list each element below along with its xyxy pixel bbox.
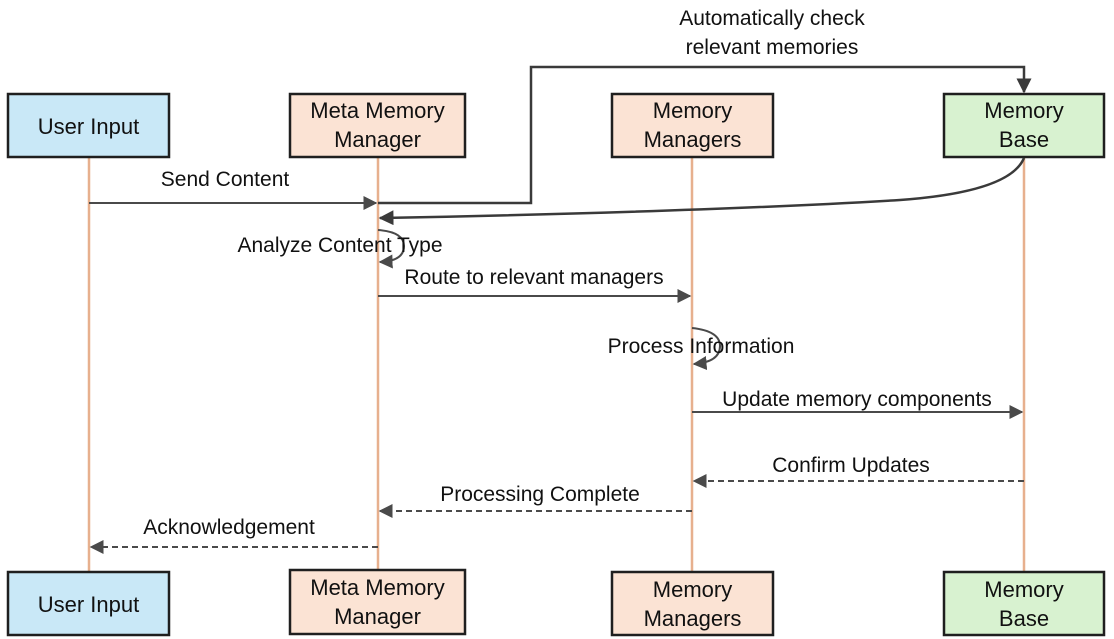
meta-manager-label-line1: Meta Memory: [310, 575, 444, 600]
participant-memory-base-top: Memory Base: [942, 92, 1106, 159]
user-input-box: [6, 92, 171, 159]
confirm-updates-label: Confirm Updates: [772, 454, 930, 477]
meta-manager-box: [288, 568, 467, 636]
meta-manager-box: [288, 92, 467, 159]
memory-base-box: [942, 92, 1106, 159]
process-self-arrow: [691, 327, 722, 371]
check-memories-label-line1: Automatically check: [679, 7, 865, 30]
memory-base-box: [942, 570, 1106, 637]
acknowledgement-label: Acknowledgement: [143, 516, 315, 539]
user-input-label: User Input: [38, 114, 140, 139]
analyze-content-type-label: Analyze Content Type: [237, 234, 442, 257]
participant-memory-managers-bottom: Memory Managers: [610, 570, 775, 637]
process-information-label: Process Information: [608, 335, 795, 358]
memory-managers-label-line1: Memory: [653, 577, 732, 602]
memory-managers-label-line2: Managers: [644, 127, 742, 152]
memory-managers-label-line1: Memory: [653, 98, 732, 123]
processing-complete-label: Processing Complete: [440, 483, 640, 506]
analyze-self-arrow: [377, 229, 406, 269]
participant-user-input-bottom: User Input: [6, 570, 171, 637]
memory-managers-label-line2: Managers: [644, 606, 742, 631]
memory-managers-box: [610, 92, 775, 159]
meta-manager-label-line1: Meta Memory: [310, 98, 444, 123]
memory-base-label-line1: Memory: [984, 577, 1063, 602]
memory-base-return-arrow: [378, 157, 1026, 226]
memory-managers-box: [610, 570, 775, 637]
participant-user-input-top: User Input: [6, 92, 171, 159]
participant-memory-base-bottom: Memory Base: [942, 570, 1106, 637]
route-managers-label: Route to relevant managers: [404, 266, 663, 289]
memory-base-label-line2: Base: [999, 127, 1049, 152]
participant-meta-manager-top: Meta Memory Manager: [288, 92, 467, 159]
memory-base-label-line2: Base: [999, 606, 1049, 631]
meta-manager-label-line2: Manager: [334, 604, 421, 629]
memory-base-label-line1: Memory: [984, 98, 1063, 123]
check-memories-arrow: [378, 65, 1032, 205]
check-memories-label-line2: relevant memories: [686, 36, 859, 59]
send-content-label: Send Content: [161, 168, 290, 191]
participant-meta-manager-bottom: Meta Memory Manager: [288, 568, 467, 636]
user-input-box: [6, 570, 171, 637]
meta-manager-label-line2: Manager: [334, 127, 421, 152]
update-components-label: Update memory components: [722, 388, 992, 411]
user-input-label: User Input: [38, 592, 140, 617]
participant-memory-managers-top: Memory Managers: [610, 92, 775, 159]
